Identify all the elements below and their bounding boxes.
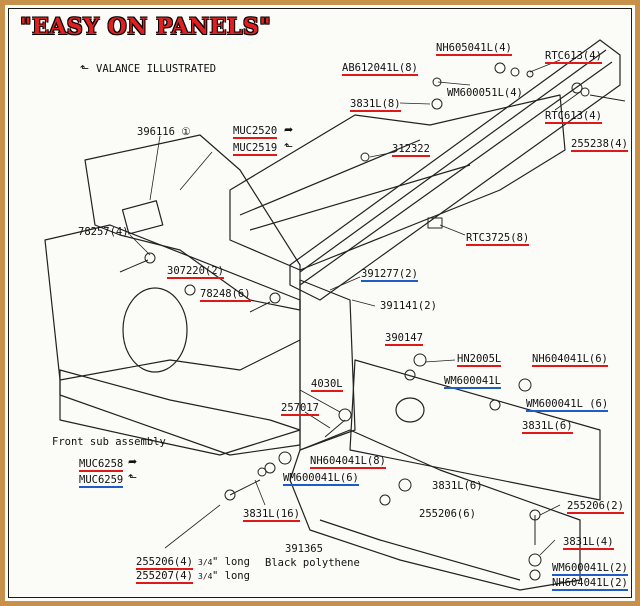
label-nh605041l: NH605041L(4) bbox=[436, 42, 512, 56]
label-wm600041l-6: WM600041L (6) bbox=[526, 398, 609, 412]
label-396116: 396116 ① bbox=[137, 126, 191, 138]
label-muc2519: MUC2519 bbox=[233, 142, 278, 156]
front-box-hole bbox=[122, 287, 188, 373]
label-wm600041l-2: WM600041L(2) bbox=[552, 562, 628, 576]
label-hn2005l: HN2005L bbox=[457, 353, 502, 367]
front-panel bbox=[84, 134, 301, 311]
label-312322: 312322 bbox=[392, 143, 430, 157]
top-rail-edge bbox=[299, 49, 613, 286]
polythene-fold bbox=[319, 519, 521, 581]
right-arrow-icon: ➦ bbox=[284, 123, 294, 136]
label-78248: 78248(6) bbox=[200, 288, 251, 302]
label-wm600051l: WM600051L(4) bbox=[447, 87, 523, 99]
fasteners bbox=[119, 62, 626, 581]
label-nh604041l-8: NH604041L(8) bbox=[310, 455, 386, 469]
label-4030l: 4030L bbox=[311, 378, 343, 392]
leader-lines bbox=[129, 59, 581, 556]
fraction-three-quarters: 3/4 bbox=[198, 558, 213, 567]
label-wm600041l-6b: WM600041L(6) bbox=[283, 472, 359, 486]
label-3831l-4: 3831L(4) bbox=[563, 536, 614, 550]
front-sub-assembly-label: Front sub assembly bbox=[52, 436, 166, 448]
label-rtc3725: RTC3725(8) bbox=[466, 232, 530, 246]
label-255238: 255238(4) bbox=[571, 138, 628, 152]
upper-panel bbox=[229, 94, 566, 271]
upper-panel-lines bbox=[239, 139, 471, 231]
side-rail-hole bbox=[395, 397, 425, 423]
fraction-three-quarters: 3/4 bbox=[198, 572, 213, 581]
panel-cover-plate bbox=[121, 200, 164, 235]
top-rail bbox=[289, 39, 621, 301]
label-3831l-6b: 3831L(6) bbox=[432, 480, 483, 492]
label-3831l-8: 3831L(8) bbox=[350, 98, 401, 112]
polythene-sheet bbox=[289, 429, 581, 591]
label-257017: 257017 bbox=[281, 402, 319, 416]
label-rtc613-mid: RTC613(4) bbox=[545, 110, 602, 124]
label-rtc613-top: RTC613(4) bbox=[545, 50, 602, 64]
long-note-2: " long bbox=[212, 570, 250, 582]
label-muc6258: MUC6258 bbox=[79, 458, 124, 472]
side-plate bbox=[299, 279, 356, 451]
right-arrow-icon: ➦ bbox=[128, 455, 138, 468]
side-rail bbox=[349, 359, 601, 501]
label-255206-2: 255206(2) bbox=[567, 500, 624, 514]
label-3831l-16: 3831L(16) bbox=[243, 508, 300, 522]
long-note-1: " long bbox=[212, 556, 250, 568]
label-391365: 391365 bbox=[285, 543, 323, 555]
label-ab612041l: AB612041L(8) bbox=[342, 62, 418, 76]
left-arrow-icon: ⬑ bbox=[128, 471, 138, 484]
label-255206-4: 255206(4) bbox=[136, 556, 193, 570]
label-391141: 391141(2) bbox=[380, 300, 437, 312]
label-nh604041l-6: NH604041L(6) bbox=[532, 353, 608, 367]
label-3831l-6a: 3831L(6) bbox=[522, 420, 573, 434]
label-255207-4: 255207(4) bbox=[136, 570, 193, 584]
label-muc2520: MUC2520 bbox=[233, 125, 278, 139]
label-muc6259: MUC6259 bbox=[79, 474, 124, 488]
black-polythene-label: Black polythene bbox=[265, 557, 360, 569]
label-78257: 78257(4) bbox=[78, 226, 129, 238]
label-307220: 307220(2) bbox=[167, 265, 224, 279]
diagram-title: "EASY ON PANELS" bbox=[20, 14, 272, 40]
left-arrow-icon: ⬑ bbox=[80, 62, 90, 75]
label-wm600041l-a: WM600041L bbox=[444, 375, 501, 389]
left-arrow-icon: ⬑ bbox=[284, 140, 294, 153]
valance-note: VALANCE ILLUSTRATED bbox=[96, 63, 217, 75]
front-box bbox=[44, 224, 301, 381]
label-nh604041l-2: NH604041L(2) bbox=[552, 577, 628, 591]
label-391277: 391277(2) bbox=[361, 268, 418, 282]
label-255206-6: 255206(6) bbox=[419, 508, 476, 520]
label-390147: 390147 bbox=[385, 332, 423, 346]
